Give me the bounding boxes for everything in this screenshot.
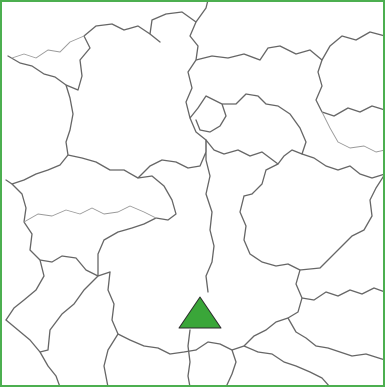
boundary-central-cross	[205, 139, 279, 165]
boundary-west-bottom-link	[5, 259, 45, 321]
boundary-detail-north	[11, 35, 85, 59]
boundary-east-bottom-2	[287, 317, 385, 361]
boundary-central-west	[67, 154, 177, 221]
boundary-south-central	[195, 341, 233, 351]
boundary-north-central	[149, 11, 207, 141]
boundary-south-bottom-west	[103, 333, 119, 387]
boundary-detail-east	[321, 111, 385, 153]
boundary-east-mid	[221, 93, 307, 155]
region-boundaries	[5, 0, 385, 387]
boundary-southeast-right	[299, 173, 385, 271]
boundary-east-upper	[321, 31, 385, 61]
boundary-south-lower	[225, 349, 237, 387]
boundary-east-wide	[301, 153, 385, 179]
boundary-central-spine	[205, 139, 215, 293]
boundary-south-road	[187, 329, 191, 387]
boundary-central-north-link	[137, 139, 207, 179]
boundary-upper-left-inner	[65, 23, 161, 91]
boundary-southeast-lower	[231, 269, 303, 351]
boundary-northwest	[5, 55, 74, 185]
boundary-south-west	[107, 271, 197, 355]
boundary-east-center	[243, 149, 303, 197]
boundary-enclave-north	[189, 95, 227, 133]
boundary-southwest-inner	[39, 275, 99, 353]
boundary-north-east-upper	[195, 0, 209, 23]
boundary-west-mid	[97, 217, 157, 277]
boundary-detail-west	[23, 205, 157, 223]
boundary-east-lower-upper	[315, 59, 385, 117]
boundary-east-bottom	[301, 287, 385, 301]
triangle-marker-icon[interactable]	[178, 296, 222, 329]
boundary-southeast-upper	[239, 195, 301, 271]
boundary-southeast-bottom-row	[243, 345, 331, 387]
boundary-top-center-inner	[195, 45, 323, 61]
